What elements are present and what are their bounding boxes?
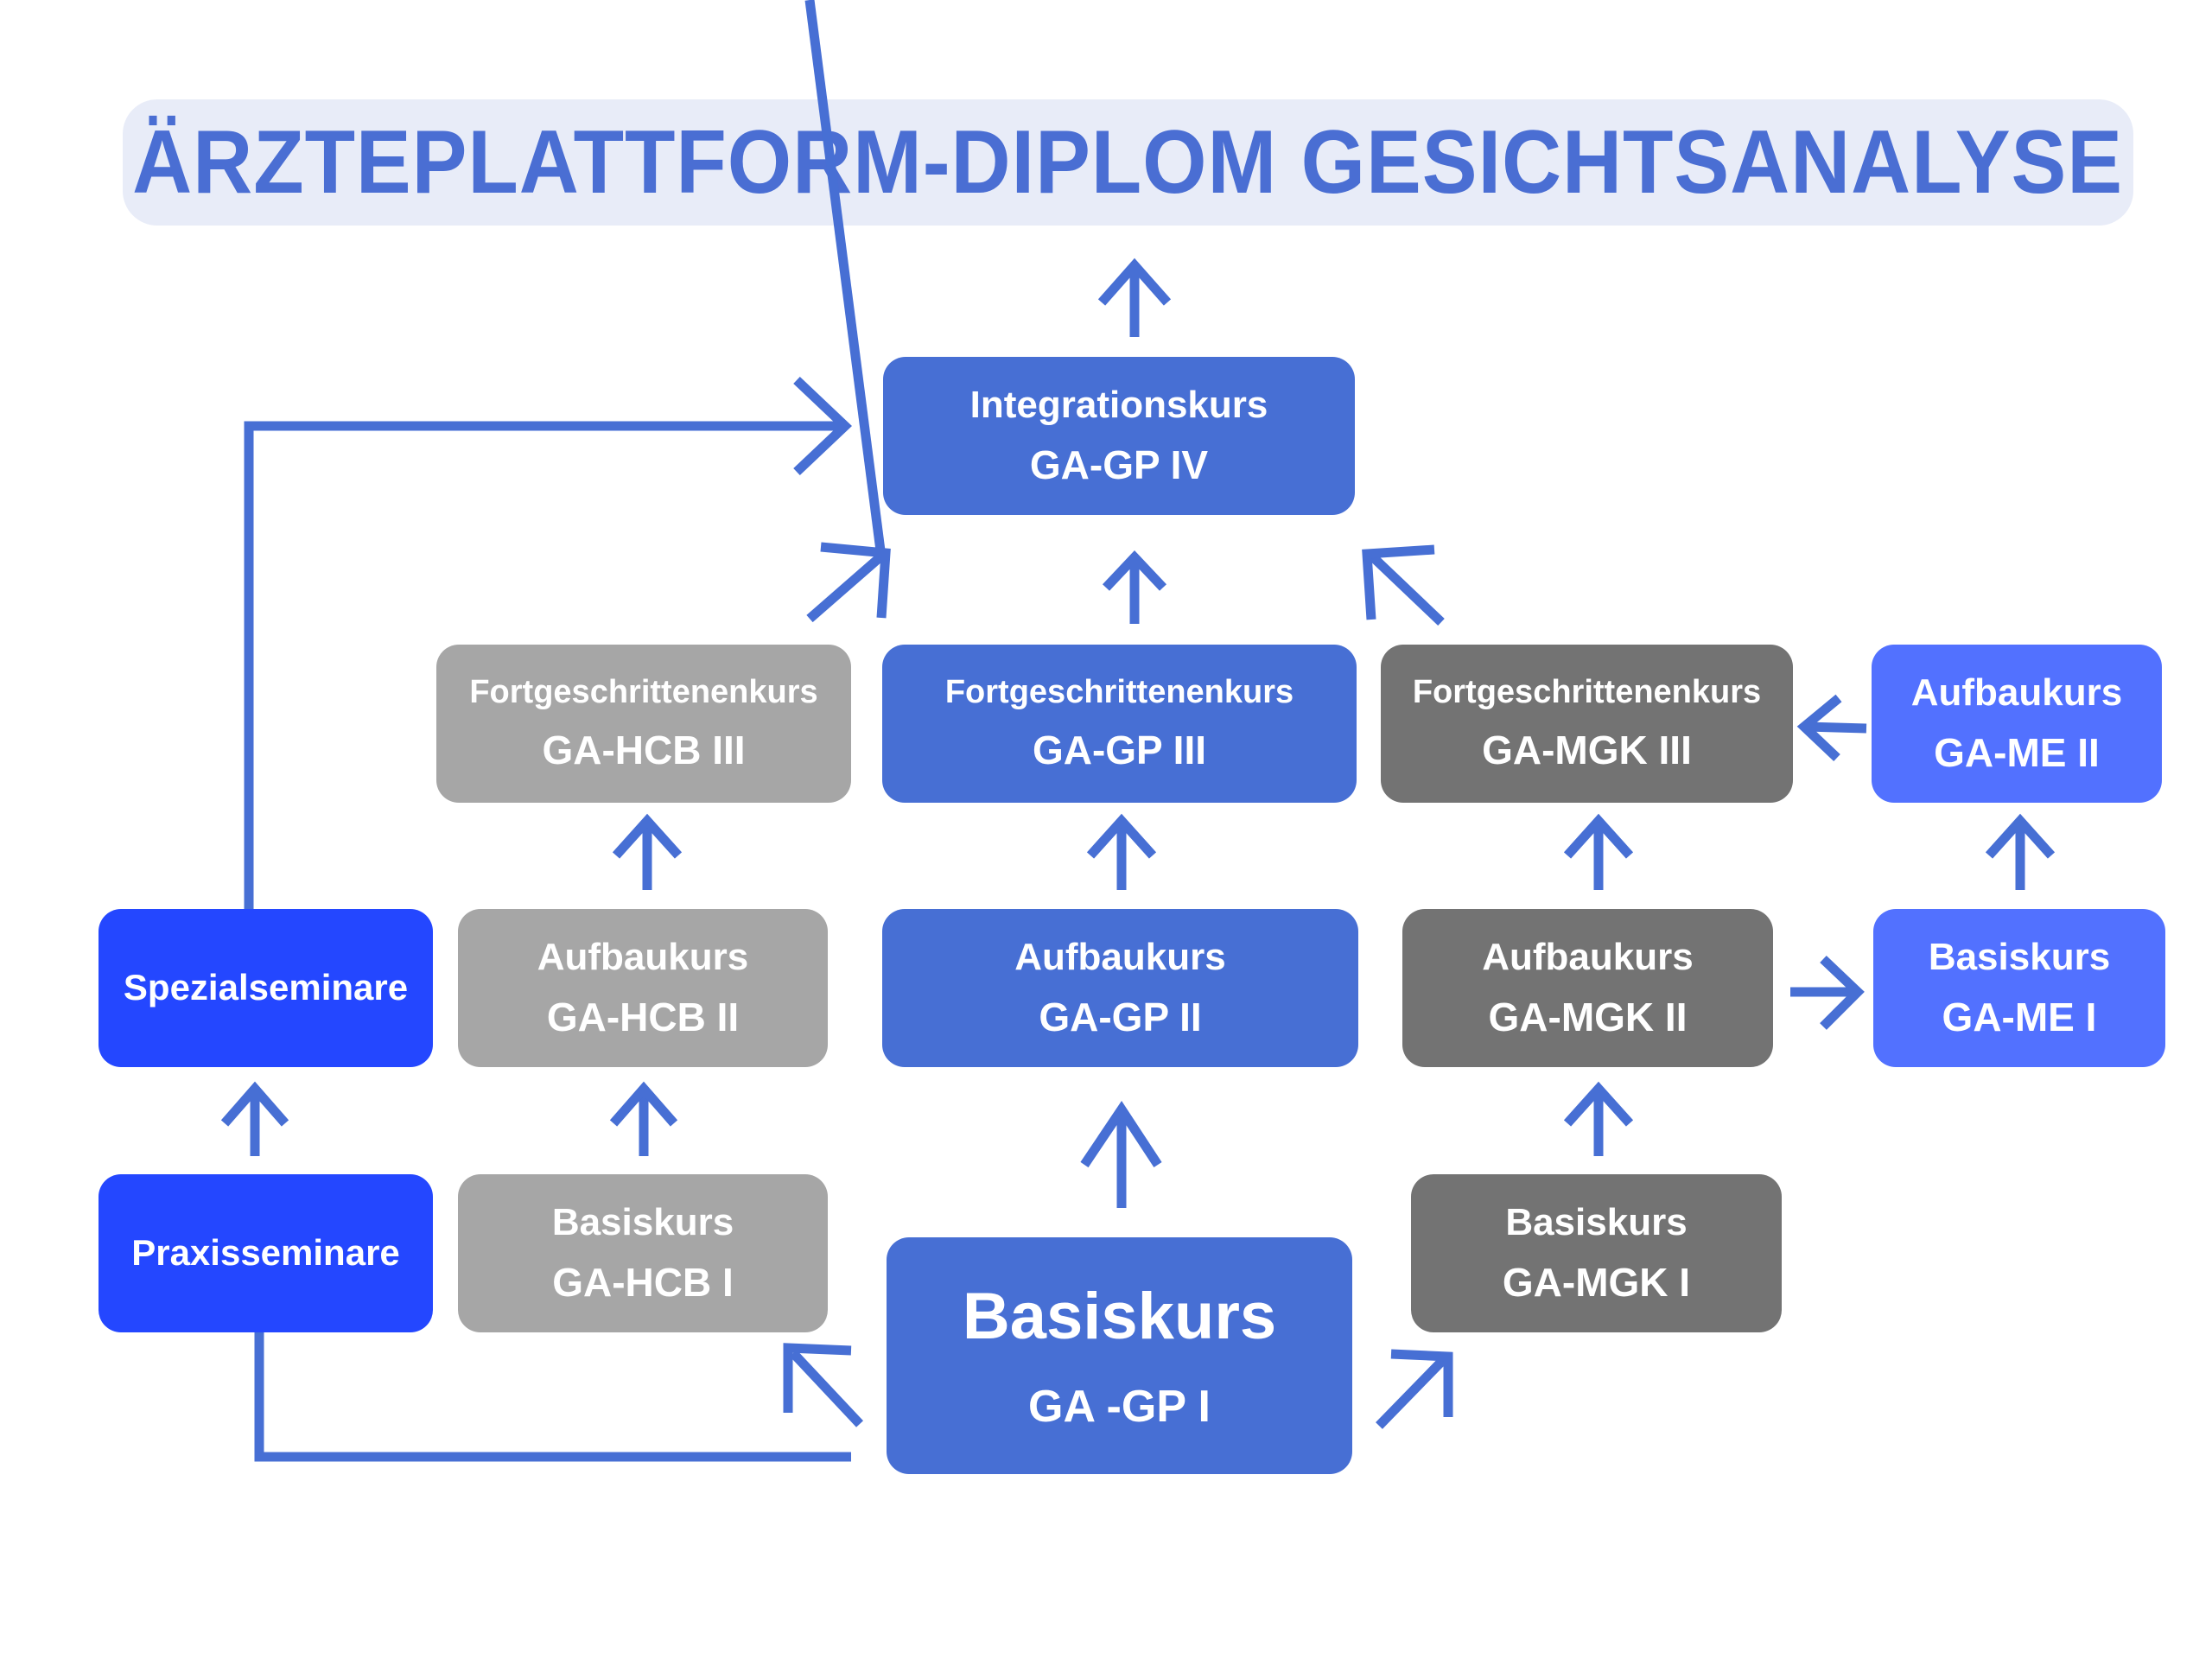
title-banner: ÄRZTEPLATTFORM-DIPLOM GESICHTSANALYSE (123, 99, 2133, 226)
box-mgk3: Fortgeschrittenenkurs GA-MGK III (1381, 645, 1793, 803)
box-gp2: Aufbaukurs GA-GP II (882, 909, 1358, 1067)
arrow-up-me1 (1985, 813, 2056, 890)
arrow-up-mgk2 (1563, 813, 1634, 890)
box-me1: Basiskurs GA-ME I (1873, 909, 2165, 1067)
box-code: GA-GP III (1032, 727, 1207, 772)
box-label: Praxisseminare (131, 1232, 400, 1274)
box-label: Aufbaukurs (1014, 935, 1226, 978)
arrow-diagonal-gp1-right (1376, 1349, 1453, 1429)
arrow-right-mgk2 (1790, 956, 1865, 1030)
arrow-left-me2 (1796, 694, 1867, 761)
arrow-diagonal-hcb3 (804, 0, 891, 623)
box-label: Basiskurs (551, 1200, 734, 1243)
box-label: Spezialseminare (123, 967, 409, 1008)
arrow-up-gp1 (1080, 1101, 1162, 1208)
box-praxisseminare: Praxisseminare (99, 1174, 433, 1332)
arrow-up-hcb1 (609, 1081, 678, 1156)
box-me2: Aufbaukurs GA-ME II (1872, 645, 2162, 803)
box-code: GA-GP IV (1029, 442, 1209, 488)
box-label: Aufbaukurs (1910, 671, 2123, 714)
box-label: Integrationskurs (969, 383, 1268, 426)
box-spezialseminare: Spezialseminare (99, 909, 433, 1067)
box-code: GA-ME I (1942, 995, 2097, 1040)
box-label: Basiskurs (1505, 1200, 1688, 1243)
box-label: Aufbaukurs (1482, 935, 1694, 978)
box-gp1: Basiskurs GA -GP I (887, 1237, 1352, 1474)
box-code: GA -GP I (1028, 1382, 1211, 1433)
box-mgk2: Aufbaukurs GA-MGK II (1402, 909, 1773, 1067)
box-label: Aufbaukurs (537, 935, 749, 978)
box-code: GA-MGK I (1502, 1260, 1691, 1306)
box-label: Fortgeschrittenenkurs (1412, 674, 1762, 711)
box-code: GA-HCB II (546, 995, 740, 1040)
box-label: Fortgeschrittenenkurs (944, 674, 1294, 711)
arrow-up-gp3 (1102, 550, 1167, 624)
arrow-up-hcb2 (612, 813, 683, 890)
box-code: GA-GP II (1039, 995, 1202, 1040)
box-mgk1: Basiskurs GA-MGK I (1411, 1174, 1782, 1332)
box-label: Basiskurs (1928, 935, 2111, 978)
connector-praxis-to-gp1 (254, 1332, 851, 1462)
page-title: ÄRZTEPLATTFORM-DIPLOM GESICHTSANALYSE (132, 111, 2124, 213)
arrow-diagonal-mgk3 (1362, 544, 1445, 626)
box-code: GA-MGK II (1488, 995, 1688, 1040)
box-hcb3: Fortgeschrittenenkurs GA-HCB III (436, 645, 851, 803)
arrow-up-praxis (220, 1081, 289, 1156)
box-code: GA-ME II (1934, 730, 2100, 776)
box-code: GA-HCB III (542, 727, 746, 772)
arrow-up-icon-top (1097, 257, 1172, 337)
box-gp3: Fortgeschrittenenkurs GA-GP III (882, 645, 1357, 803)
arrow-up-gp2 (1086, 813, 1157, 890)
box-hcb1: Basiskurs GA-HCB I (458, 1174, 828, 1332)
box-label: Basiskurs (962, 1280, 1277, 1354)
box-code: GA-MGK III (1482, 727, 1692, 772)
arrow-up-mgk1 (1563, 1081, 1634, 1156)
box-code: GA-HCB I (552, 1260, 734, 1306)
box-hcb2: Aufbaukurs GA-HCB II (458, 909, 828, 1067)
arrow-diagonal-gp1-left (783, 1343, 864, 1427)
box-integrationskurs: Integrationskurs GA-GP IV (883, 357, 1355, 515)
box-label: Fortgeschrittenenkurs (469, 674, 818, 711)
